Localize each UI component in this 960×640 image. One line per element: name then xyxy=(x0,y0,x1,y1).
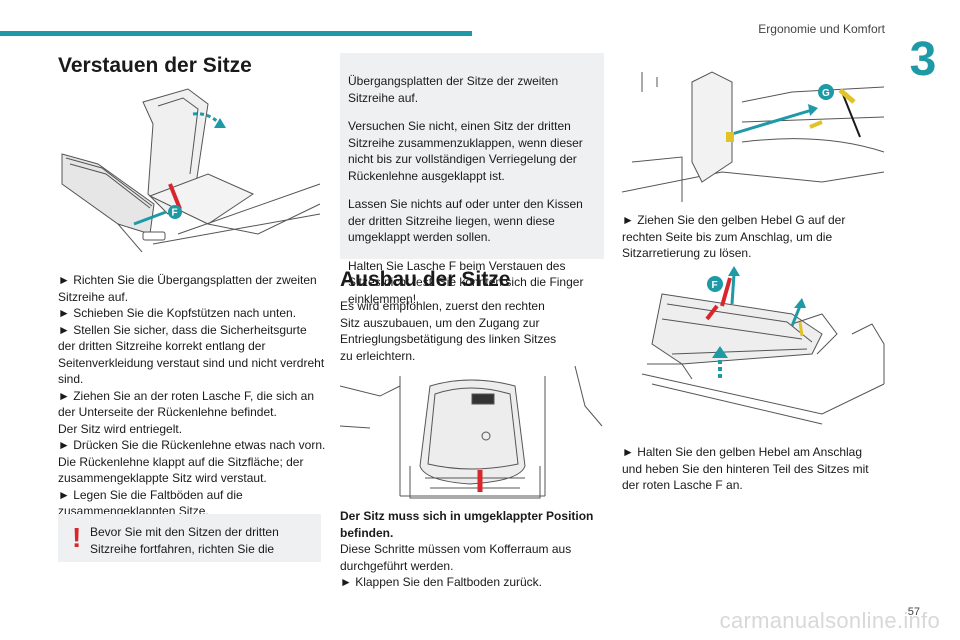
step-3: ► Stellen Sie sicher, dass die Sicherhei… xyxy=(58,322,325,387)
heading-verstauen: Verstauen der Sitze xyxy=(58,54,252,77)
step-g-text: ► Ziehen Sie den gelben Hebel G auf der … xyxy=(622,213,846,260)
callout-f-2-label: F xyxy=(712,280,718,291)
callout-f-2 xyxy=(707,276,723,292)
step-faltboden: ► Klappen Sie den Faltboden zurück. xyxy=(340,575,543,589)
callout-g xyxy=(818,84,834,100)
warning-text: Bevor Sie mit den Sitzen der dritten Sit… xyxy=(90,525,279,556)
callout-f-1 xyxy=(168,205,182,219)
heading-ausbau-wrap: Ausbau der Sitze xyxy=(340,268,605,291)
step-lift-text: ► Halten Sie den gelben Hebel am Anschla… xyxy=(622,445,869,492)
box-line-2: Versuchen Sie nicht, einen Sitz der drit… xyxy=(348,119,583,183)
intro-ausbau: Es wird empfohlen, zuerst den rechten Si… xyxy=(340,298,565,364)
step-4-result: Der Sitz wird entriegelt. xyxy=(58,421,183,436)
watermark: carmanualsonline.info xyxy=(719,608,940,633)
step-4: ► Ziehen Sie an der roten Lasche F, die … xyxy=(58,388,315,420)
section-title: Ergonomie und Komfort xyxy=(758,22,885,36)
notes-ausbau: Der Sitz muss sich in umgeklappter Posit… xyxy=(340,508,602,591)
heading-ausbau: Ausbau der Sitze xyxy=(340,268,511,291)
illustration-seat-fold: F xyxy=(58,84,322,252)
bold-note: Der Sitz muss sich in umgeklappter Posit… xyxy=(340,509,594,540)
top-accent-bar xyxy=(0,31,472,36)
intro-text: Es wird empfohlen, zuerst den rechten Si… xyxy=(340,299,557,363)
illustration-lift-seat: F xyxy=(622,264,886,434)
note-text: Diese Schritte müssen vom Kofferraum aus… xyxy=(340,542,572,573)
illustration-folded-seat xyxy=(340,366,604,502)
box-line-4: Halten Sie Lasche F beim Verstauen des S… xyxy=(348,258,584,306)
step-lift-seat: ► Halten Sie den gelben Hebel am Anschla… xyxy=(622,444,884,494)
step-5-result: Die Rückenlehne klappt auf die Sitzfläch… xyxy=(58,454,304,486)
page-number: 57 xyxy=(907,606,920,618)
steps-verstauen: ► Richten Sie die Übergangsplatten der z… xyxy=(58,272,326,520)
chapter-number: 3 xyxy=(909,33,937,86)
step-1: ► Richten Sie die Übergangsplatten der z… xyxy=(58,273,317,304)
warning-box: ! Bevor Sie mit den Sitzen der dritten S… xyxy=(58,514,321,562)
box-line-3: Lassen Sie nichts auf oder unter den Kis… xyxy=(348,197,583,244)
callout-f-1-label: F xyxy=(172,208,178,219)
step-lever-g: ► Ziehen Sie den gelben Hebel G auf der … xyxy=(622,212,884,262)
step-5: ► Drücken Sie die Rückenlehne etwas nach… xyxy=(58,438,326,452)
box-line-1: Übergangsplatten der Sitze der zweiten S… xyxy=(348,74,559,105)
warning-icon: ! xyxy=(72,522,82,553)
warning-box-continued: Übergangsplatten der Sitze der zweiten S… xyxy=(340,53,604,306)
callout-g-label: G xyxy=(822,88,830,99)
heading-verstauen-wrap: Verstauen der Sitze xyxy=(58,54,323,77)
step-2: ► Schieben Sie die Kopfstützen nach unte… xyxy=(58,306,297,320)
illustration-lever-g: G xyxy=(622,62,886,204)
